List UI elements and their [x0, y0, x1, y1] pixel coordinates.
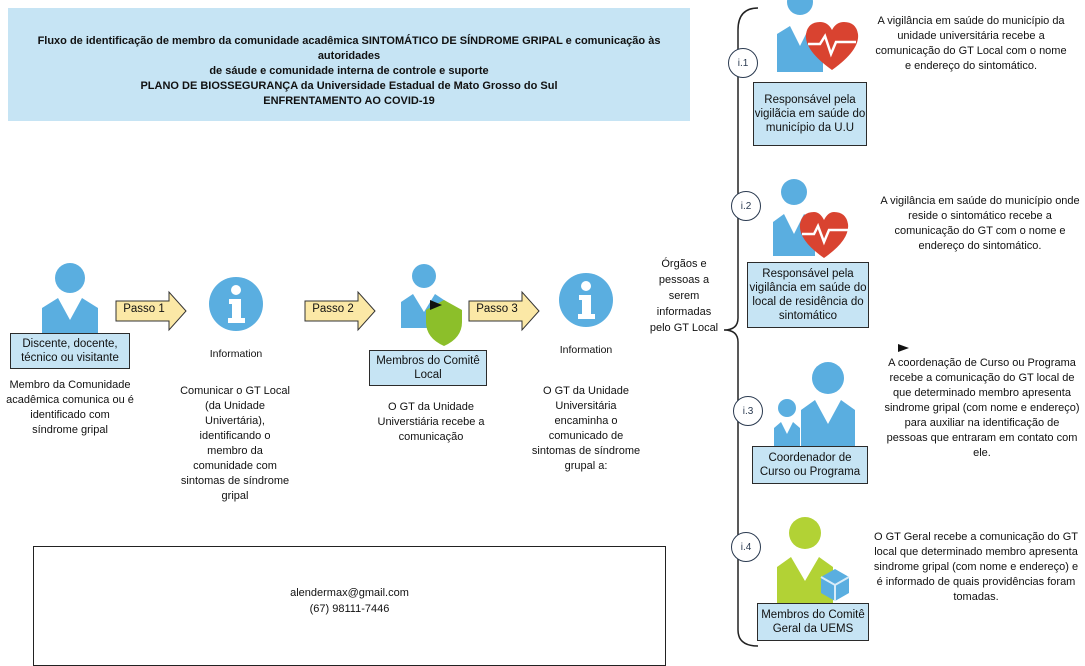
step-badge-i4: i.4 — [731, 532, 761, 562]
person-heart-icon — [773, 179, 849, 258]
arrow-right-icon — [304, 290, 376, 332]
branch-desc-i2: A vigilância em saúde do município onde … — [880, 195, 1080, 252]
branch-desc-i4: O GT Geral recebe a comunicação do GT lo… — [873, 531, 1079, 603]
branch-bracket — [723, 7, 759, 647]
branch-label-i1: Responsável pela vigilãcia em saúde do m… — [753, 82, 867, 146]
arrow-right-icon — [468, 290, 540, 332]
info-desc-1: Comunicar o GT Local (da Unidade Univert… — [180, 385, 290, 502]
actor-desc-member: Membro da Comunidade acadêmica comunica … — [6, 379, 134, 436]
step-label-passo-2: Passo 2 — [312, 303, 354, 315]
title-line-1: Fluxo de identificação de membro da comu… — [37, 35, 661, 62]
step-badge-i3: i.3 — [733, 396, 763, 426]
info-caption-1: Information — [209, 348, 263, 360]
title-line-4: ENFRENTAMENTO AO COVID-19 — [263, 95, 435, 107]
actor-label-member: Discente, docente, técnico ou visitante — [10, 333, 130, 369]
step-label-passo-3: Passo 3 — [476, 303, 518, 315]
person-shield-icon — [401, 264, 462, 346]
info-icon — [559, 273, 613, 327]
page-title: Fluxo de identificação de membro da comu… — [8, 34, 690, 109]
contact-phone: (67) 98111-7446 — [309, 603, 390, 615]
title-line-3: PLANO DE BIOSSEGURANÇA da Universidade E… — [140, 80, 558, 92]
branch-label-i4: Membros do Comitê Geral da UEMS — [757, 603, 869, 641]
contact-box: alendermax@gmail.com (67) 98111-7446 — [33, 546, 666, 666]
actor-desc-comite-local: O GT da Unidade Universtiária recebe a c… — [377, 401, 485, 443]
contact-email: alendermax@gmail.com — [290, 587, 409, 599]
step-badge-i2: i.2 — [731, 191, 761, 221]
person-cube-icon — [777, 517, 850, 605]
info-desc-2: O GT da Unidade Universitária encaminha … — [531, 385, 641, 472]
branch-label-i2: Responsável pela vigilância em saúde do … — [747, 262, 869, 328]
info-icon — [209, 277, 263, 331]
actor-label-comite-local: Membros do Comitê Local — [369, 350, 487, 386]
person-heart-icon — [777, 0, 859, 72]
bracket-label: Órgãos e pessoas a serem informadas pelo… — [649, 258, 719, 334]
step-label-passo-1: Passo 1 — [123, 303, 165, 315]
branch-label-i3: Coordenador de Curso ou Programa — [752, 446, 868, 484]
branch-desc-i1: A vigilância em saúde do município da un… — [875, 15, 1067, 72]
info-caption-2: Information — [559, 344, 613, 356]
step-badge-i1: i.1 — [728, 48, 758, 78]
people-group-icon — [774, 362, 855, 450]
pointer-triangle-icon — [898, 344, 909, 352]
arrow-right-icon — [115, 290, 187, 332]
title-line-2: de sáude e comunidade interna de control… — [209, 65, 489, 77]
title-box: Fluxo de identificação de membro da comu… — [8, 8, 690, 121]
person-icon — [42, 263, 98, 340]
branch-desc-i3: A coordenação de Curso ou Programa receb… — [884, 357, 1080, 459]
